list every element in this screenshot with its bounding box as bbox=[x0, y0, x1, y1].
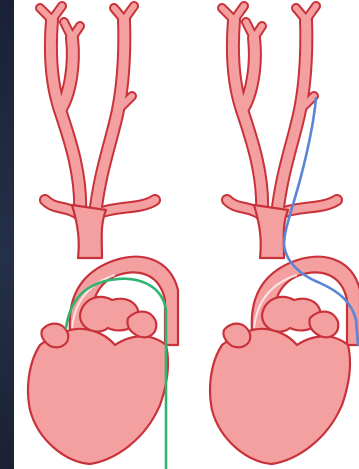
right-illustration bbox=[210, 6, 359, 464]
illustration-panel bbox=[14, 0, 359, 469]
left-illustration bbox=[28, 6, 178, 469]
heart-vessel-diagram bbox=[14, 0, 359, 469]
